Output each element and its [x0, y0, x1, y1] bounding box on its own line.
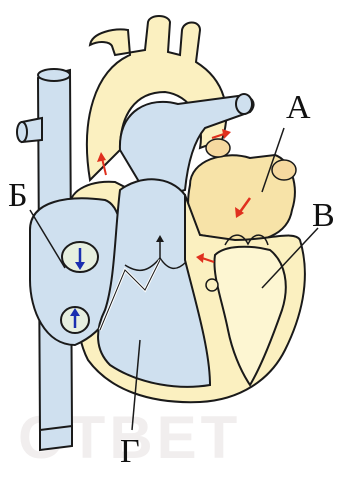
label-g: Г: [120, 433, 140, 470]
label-a: А: [286, 89, 311, 126]
left-atrium: [188, 139, 296, 241]
label-b: Б: [8, 177, 28, 214]
label-v: В: [312, 197, 335, 234]
